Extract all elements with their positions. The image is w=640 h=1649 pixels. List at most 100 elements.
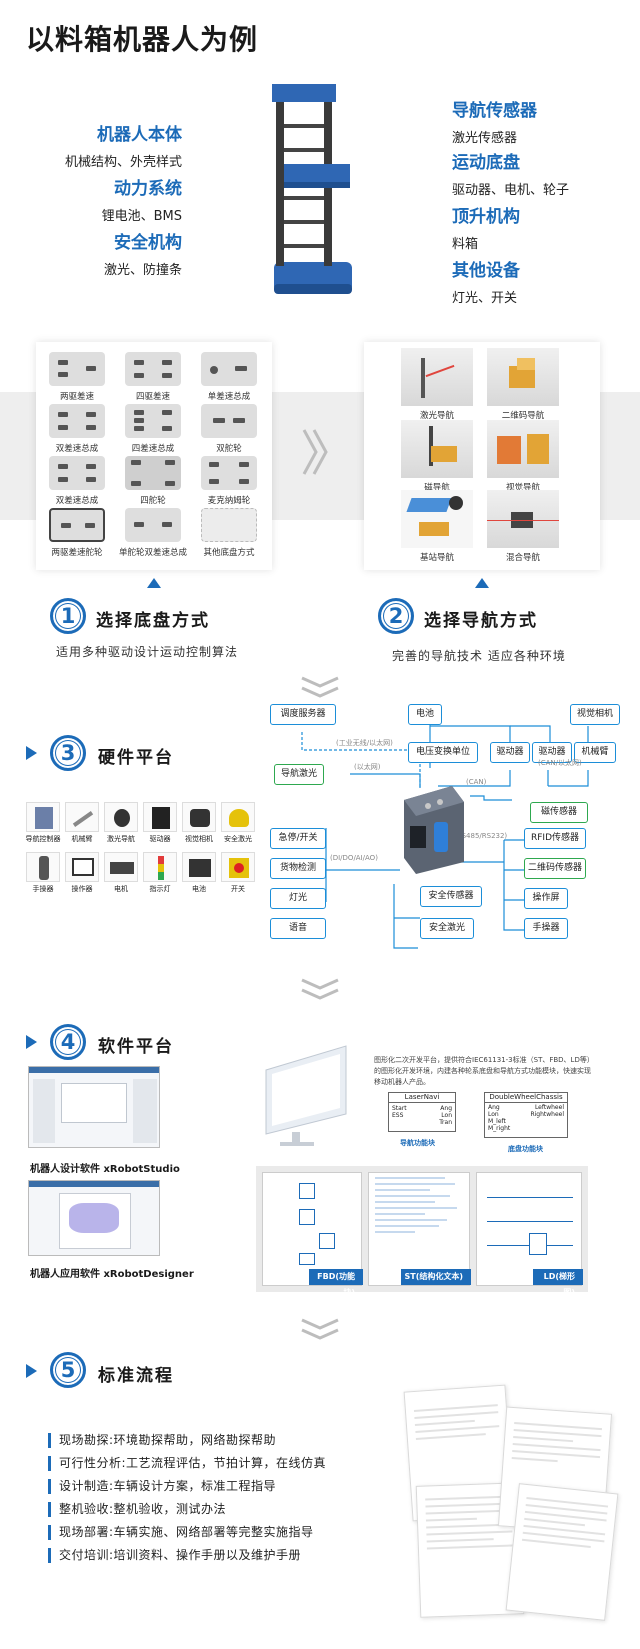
hardware-item[interactable]: 开关 — [219, 852, 257, 894]
code-panels-area: FBD(功能块) ST(结构化文本) LD(梯形图) — [256, 1166, 588, 1297]
box-robot-svg — [272, 84, 352, 294]
hardware-item[interactable]: 激光导航 — [102, 802, 140, 844]
nav-item[interactable]: 视觉导航 — [486, 420, 560, 493]
step-title: 软件平台 — [98, 1037, 174, 1057]
hardware-grid: 导航控制器 机械臂 激光导航 驱动器 视觉相机 安全激光 手操器 操作器 电机 … — [24, 802, 256, 902]
vision-camera-box: 视觉相机 — [570, 704, 620, 725]
hardware-image — [104, 852, 138, 882]
system-left-0: 机器人本体 机械结构、外壳样式 — [40, 120, 182, 170]
vision-nav-image — [487, 420, 559, 478]
hardware-item[interactable]: 指示灯 — [141, 852, 179, 894]
chassis-item[interactable]: 双差速总成 — [40, 404, 114, 454]
nav-item[interactable]: 激光导航 — [400, 348, 474, 421]
nav-item[interactable]: 混合导航 — [486, 490, 560, 563]
chassis-item[interactable]: 其他底盘方式 — [192, 508, 266, 558]
hardware-label: 电池 — [192, 885, 206, 893]
chassis-label: 双差速总成 — [55, 496, 99, 506]
system-desc: 激光传感器 — [452, 131, 518, 146]
can-ethernet-label: (CAN/以太网) — [538, 759, 582, 767]
xrobotdesigner-caption: 机器人应用软件 xRobotDesigner — [30, 1269, 194, 1280]
chassis-label: 四舵轮 — [140, 496, 166, 506]
voice-box: 语音 — [270, 918, 326, 939]
hardware-label: 指示灯 — [149, 885, 171, 893]
chassis-icon — [125, 508, 181, 542]
hardware-item[interactable]: 安全激光 — [219, 802, 257, 844]
chassis-icon — [49, 352, 105, 386]
chassis-icon — [49, 508, 105, 542]
step-number-badge: 1 — [50, 598, 86, 634]
hardware-item[interactable]: 导航控制器 — [24, 802, 62, 844]
st-panel[interactable]: ST(结构化文本) — [368, 1172, 471, 1286]
process-item: 现场勘探:环境勘探帮助，网络勘探帮助 — [48, 1433, 276, 1448]
play-icon — [26, 746, 37, 760]
nav-label: 混合导航 — [505, 553, 540, 563]
st-label: ST(结构化文本) — [401, 1269, 471, 1285]
hardware-image — [65, 852, 99, 882]
nav-item[interactable]: 基站导航 — [400, 490, 474, 563]
chassis-item[interactable]: 单舵轮双差速总成 — [116, 508, 190, 558]
system-right-1: 运动底盘 驱动器、电机、轮子 — [452, 148, 622, 198]
hardware-architecture-diagram: 调度服务器 电池 视觉相机 电压变换单位 驱动器 驱动器 机械臂 导航激光 磁传… — [270, 704, 634, 978]
robot-arm-box: 机械臂 — [574, 742, 616, 763]
up-triangle-icon — [475, 578, 489, 588]
hardware-item[interactable]: 机械臂 — [63, 802, 101, 844]
chassis-item[interactable]: 四舵轮 — [116, 456, 190, 506]
system-name: 机器人本体 — [97, 125, 182, 145]
hardware-label: 视觉相机 — [185, 835, 213, 843]
step-number-badge: 4 — [50, 1024, 86, 1060]
chassis-label: 其他底盘方式 — [203, 548, 255, 558]
chassis-item[interactable]: 两驱差速舵轮 — [40, 508, 114, 558]
hardware-item[interactable]: 驱动器 — [141, 802, 179, 844]
double-chevron-down-icon — [298, 1318, 342, 1340]
software-intro: 图形化二次开发平台，提供符合IEC61131-3标准（ST、FBD、LD等）的图… — [374, 1056, 594, 1086]
chassis-item[interactable]: 四差速总成 — [116, 404, 190, 454]
hardware-item[interactable]: 电机 — [102, 852, 140, 894]
driver-box-2: 驱动器 — [532, 742, 572, 763]
xrobotstudio-screenshot — [28, 1066, 160, 1148]
block-port: M_right — [488, 1125, 511, 1132]
beacon-nav-image — [401, 490, 473, 548]
chassis-label: 双舵轮 — [216, 444, 242, 454]
hardware-item[interactable]: 视觉相机 — [180, 802, 218, 844]
hardware-image — [221, 802, 255, 832]
chassis-icon — [125, 404, 181, 438]
process-item: 设计制造:车辆设计方案，标准工程指导 — [48, 1479, 276, 1494]
chassis-item[interactable]: 麦克纳姆轮 — [192, 456, 266, 506]
chassis-item[interactable]: 单差速总成 — [192, 352, 266, 402]
block-port: Rightwheel — [530, 1111, 564, 1118]
controller-image — [396, 782, 466, 876]
chassis-item[interactable]: 双舵轮 — [192, 404, 266, 454]
system-right-2: 顶升机构 料箱 — [452, 202, 622, 252]
chassis-item[interactable]: 两驱差速 — [40, 352, 114, 402]
can-label: (CAN) — [466, 778, 487, 786]
hardware-label: 激光导航 — [107, 835, 135, 843]
nav-item[interactable]: 二维码导航 — [486, 348, 560, 421]
chassis-icon — [201, 456, 257, 490]
navigation-panel: 激光导航 二维码导航 磁导航 视觉导航 基站导航 混合导航 — [364, 342, 600, 570]
chassis-icon — [201, 352, 257, 386]
chassis-label: 麦克纳姆轮 — [207, 496, 251, 506]
chassis-block-caption: 底盘功能块 — [508, 1145, 543, 1153]
system-desc: 料箱 — [452, 237, 479, 252]
process-item: 整机验收:整机验收，测试办法 — [48, 1502, 226, 1517]
hardware-item[interactable]: 电池 — [180, 852, 218, 894]
driver-box-1: 驱动器 — [490, 742, 530, 763]
nav-label: 磁导航 — [424, 483, 450, 493]
fbd-panel[interactable]: FBD(功能块) — [262, 1172, 363, 1297]
laser-navi-caption: 导航功能块 — [400, 1139, 435, 1147]
hardware-item[interactable]: 手操器 — [24, 852, 62, 894]
chassis-item[interactable]: 双差速总成 — [40, 456, 114, 506]
chassis-item[interactable]: 四驱差速 — [116, 352, 190, 402]
hardware-image — [182, 802, 216, 832]
dio-label: (DI/DO/AI/AO) — [330, 854, 378, 862]
nav-item[interactable]: 磁导航 — [400, 420, 474, 493]
hardware-image — [143, 852, 177, 882]
double-chevron-right-icon — [298, 426, 332, 478]
laser-nav-image — [401, 348, 473, 406]
hardware-item[interactable]: 操作器 — [63, 852, 101, 894]
ld-panel[interactable]: LD(梯形图) — [476, 1172, 583, 1297]
process-item: 交付培训:培训资料、操作手册以及维护手册 — [48, 1548, 301, 1563]
